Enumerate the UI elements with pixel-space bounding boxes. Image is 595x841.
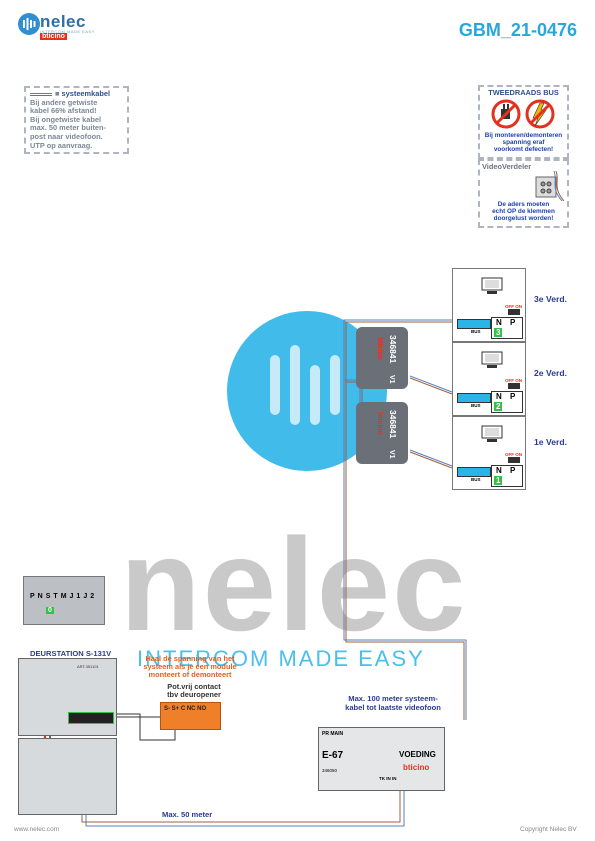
brand-name: nelec [40,12,86,31]
dip-switch[interactable] [508,309,520,315]
dipswitch-letters: PNSTMJ1J2 [30,593,98,600]
bus-label: BUS [471,329,481,334]
max-50-note: Max. 50 meter [162,810,213,819]
note-line: UTP op aanvraag. [30,140,93,150]
terminal-block-icon [535,171,565,201]
splitter-version: V1 [388,450,395,459]
footer-website[interactable]: www.nelec.com [14,826,60,833]
door-station-top-module: ART.351101 [18,658,117,736]
module-code: ART.351101 [77,664,99,669]
power-supply-bottom-labels: TK IN IN [379,776,397,781]
monitor-3-label: 3e Verd. [534,294,567,304]
power-supply-top-labels: PR MAIN [322,731,344,737]
splitter-brand: bticino [376,337,383,360]
power-supply-name: E-67 [322,750,344,761]
video-splitter-upper: 346841 V1 bticino [356,327,408,389]
videoverdeler-title: VideoVerdeler [482,162,532,171]
dip-switch-label: OFF ON [505,452,522,457]
bus-label: BUS [471,477,481,482]
bus-terminal-strip [68,712,114,724]
monitor-2-label: 2e Verd. [534,368,567,378]
monitor-icon [481,351,503,368]
bticino-logo: bticino [40,33,67,40]
dipswitch-config: PNSTMJ1J2 0 [23,576,105,625]
watermark-tagline: INTERCOM MADE EASY [137,646,425,671]
bus-terminal [457,467,491,477]
max-100-note: Max. 100 meter systeem-kabel tot laatste… [345,694,441,712]
dip-switch[interactable] [508,457,520,463]
note-line: Bij ongetwiste kabel [30,114,102,124]
relay-module: S- S+ C NC NO [160,702,221,730]
splitter-model: 346841 [388,410,398,439]
dipswitch-value: 0 [46,607,54,614]
monitor-icon [481,277,503,294]
splitter-version: V1 [388,375,395,384]
monitor-1-label: 1e Verd. [534,437,567,447]
dip-switch[interactable] [508,383,520,389]
note-line: kabel 66% afstand! [30,106,97,116]
dip-switch-label: OFF ON [505,304,522,309]
relay-terminals: S- S+ C NC NO [164,706,207,712]
watermark-brand-text: nelec [120,511,468,658]
nelec-logo-icon [18,13,40,35]
power-supply-code: 346050 [322,768,338,773]
bus-terminal [457,319,491,329]
splitter-model: 346841 [388,335,398,364]
dip-switch-label: OFF ON [505,378,522,383]
cable-legend: ■ systeemkabel [30,89,123,99]
warning-title: TWEEDRAADS BUS [488,88,559,97]
power-supply-brand: bticino [403,763,430,772]
video-splitter-lower: 346841 V1 bticino [356,402,408,464]
note-line: Bij andere getwiste [30,97,98,107]
bus-label: BUS [471,403,481,408]
power-supply: PR MAIN E-67 VOEDING 346050 bticino TK I… [318,727,445,791]
door-station-bottom-module [18,738,117,815]
footer-copyright: Copyright Nelec BV [520,826,577,833]
no-plug-icon [491,99,521,129]
power-supply-title: VOEDING [399,750,436,759]
monitor-icon [481,425,503,442]
note-line: max. 50 meter buiten- [30,123,106,133]
cable-note-box: ■ systeemkabel Bij andere getwiste kabel… [24,86,129,155]
no-voltage-icon [525,99,555,129]
door-station-title: DEURSTATION S-131V [30,649,112,658]
document-number: GBM_21-0476 [458,20,577,40]
bus-terminal [457,393,491,403]
note-line: post naar videofoon. [30,131,103,141]
splitter-brand: bticino [376,412,383,435]
brand-tagline: INTERCOM MADE EASY [40,29,95,34]
